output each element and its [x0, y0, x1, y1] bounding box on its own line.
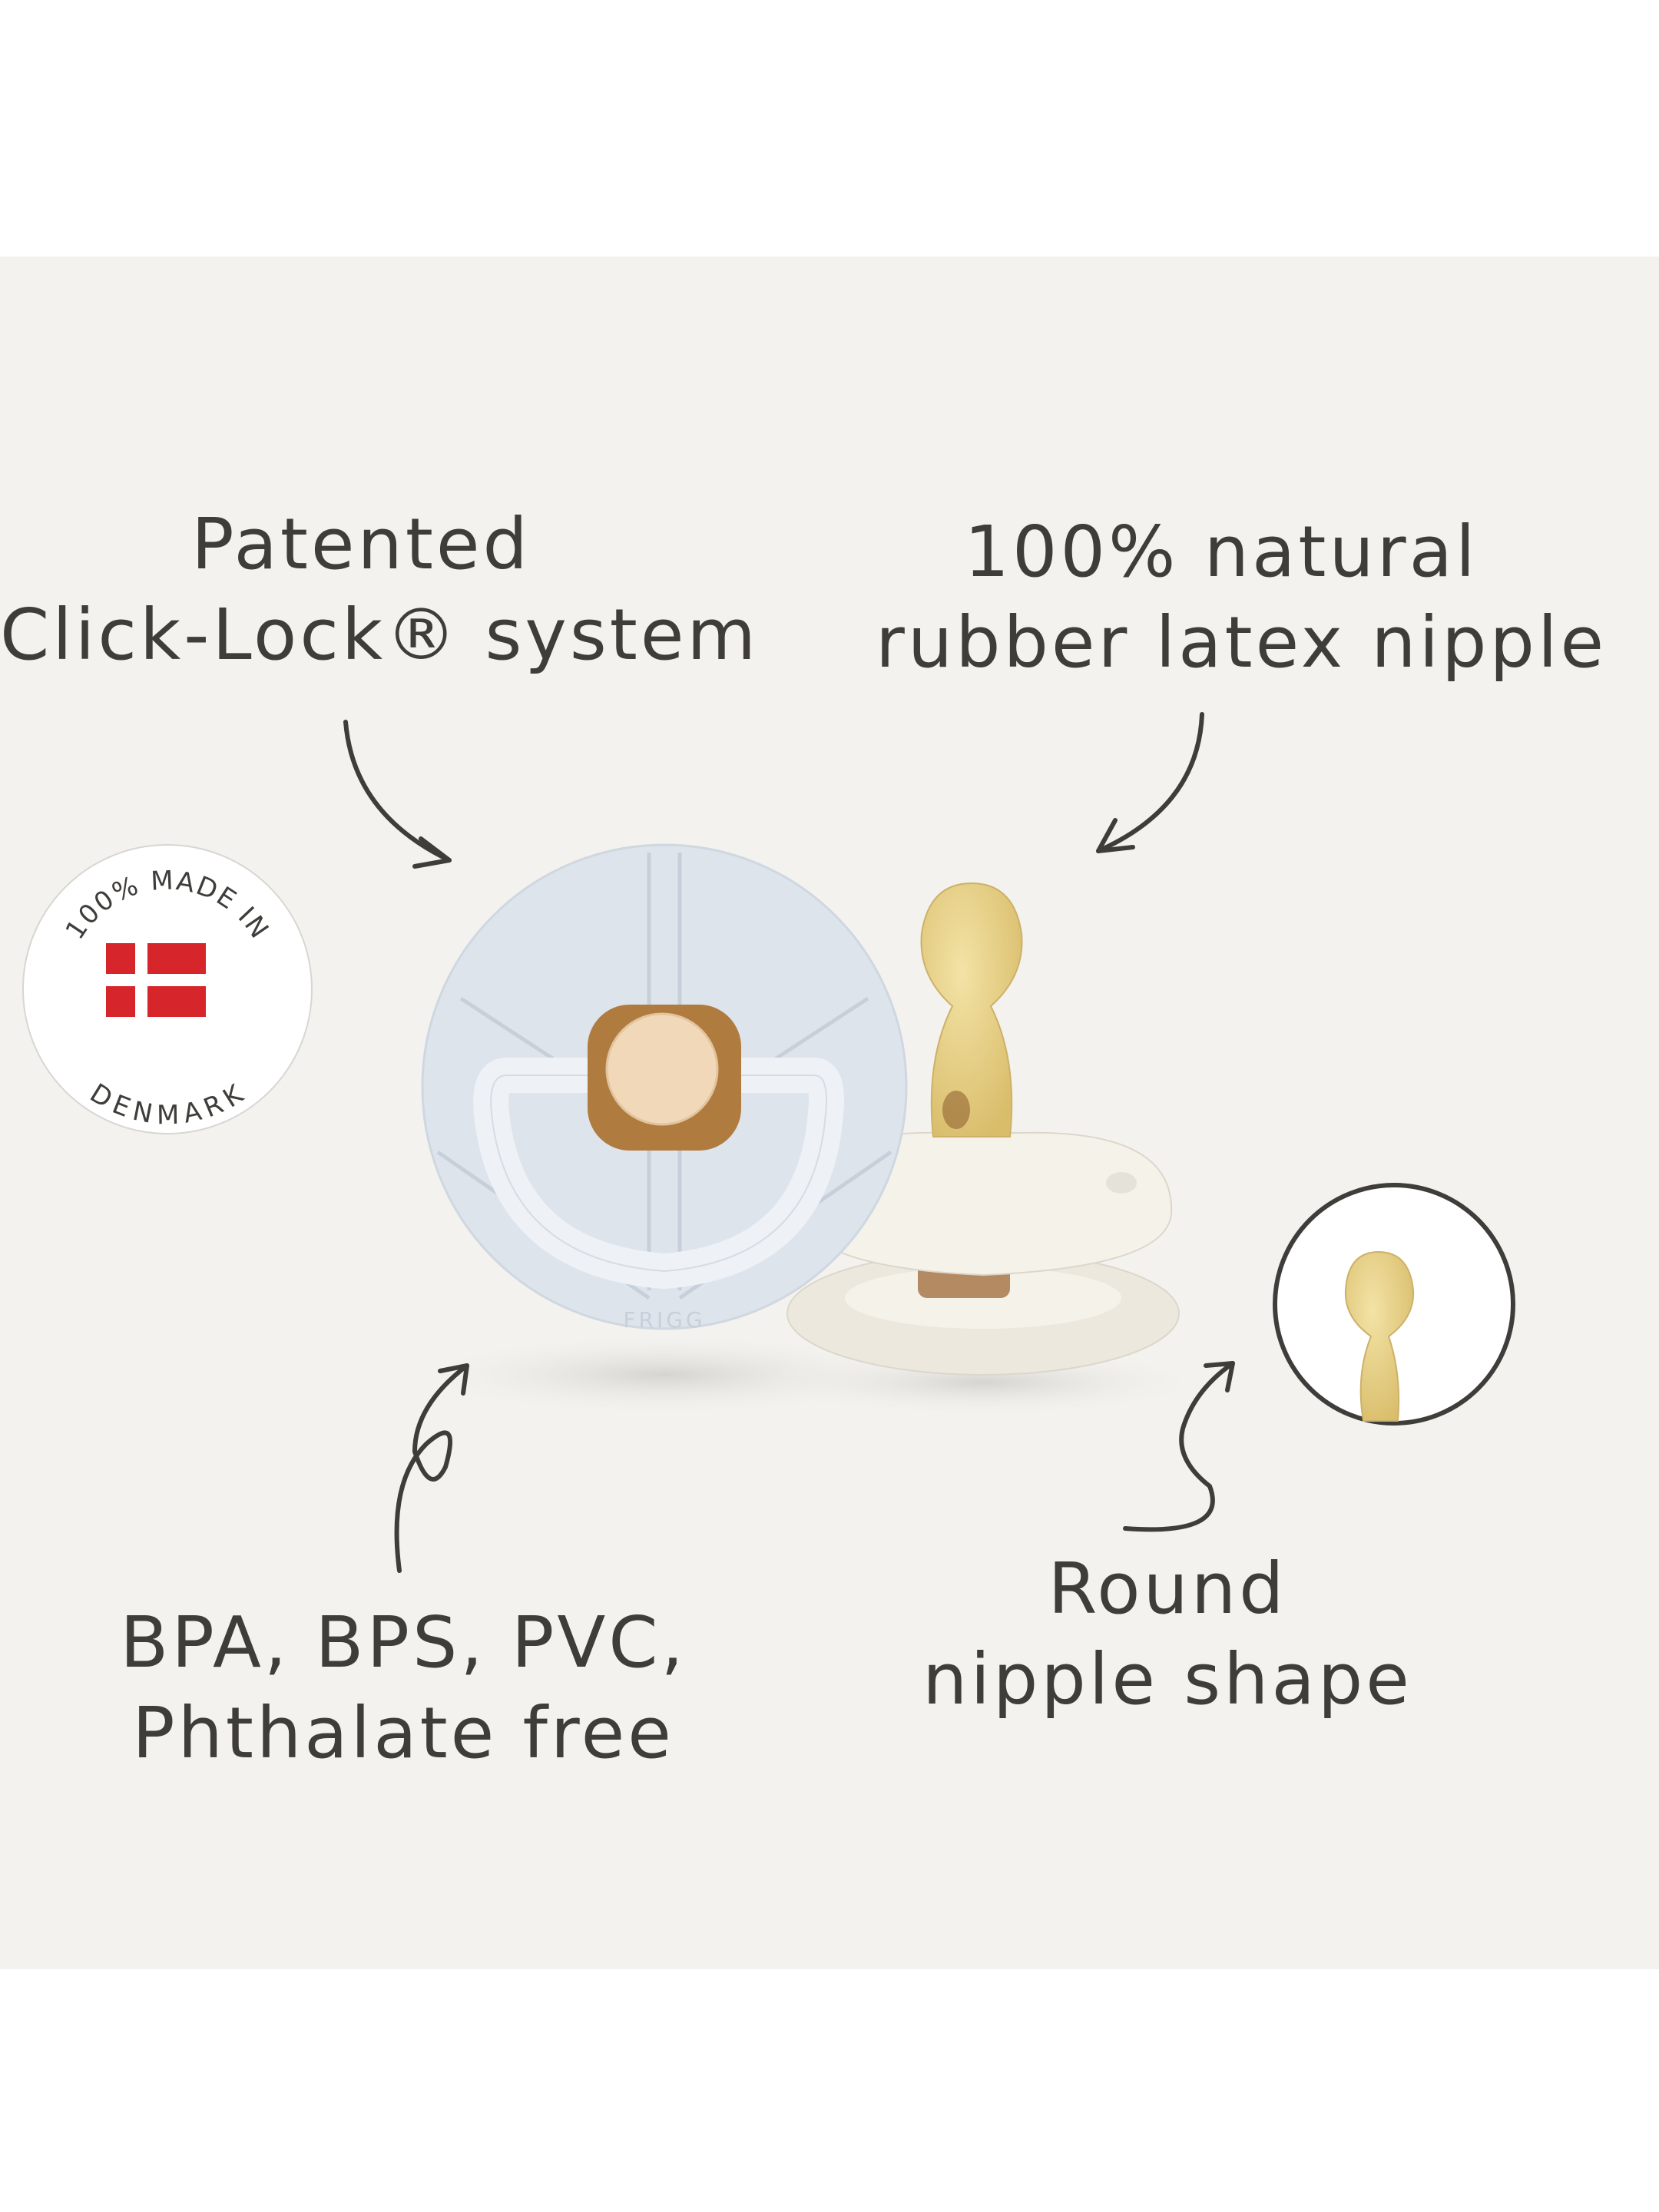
nipple-closeup	[1344, 1250, 1415, 1422]
shadow	[753, 1348, 1214, 1417]
click-lock-label: Patented Click-Lock® system	[0, 499, 760, 680]
arrow-bpa	[394, 1363, 469, 1573]
brand-mark: FRIGG	[623, 1307, 705, 1333]
shield-vent	[1106, 1172, 1137, 1194]
bpa-line1: BPA, BPS, PVC,	[120, 1601, 687, 1684]
arrow-latex	[1096, 712, 1204, 853]
denmark-flag-icon	[106, 943, 206, 1017]
round-nipple-label: Round nipple shape	[906, 1544, 1429, 1725]
click-lock-line1: Patented	[191, 503, 531, 585]
center-button	[605, 1012, 719, 1126]
click-lock-line2: Click-Lock® system	[0, 594, 760, 676]
round-line1: Round	[1048, 1548, 1287, 1630]
blue-pacifier: FRIGG	[421, 843, 908, 1333]
cream-pacifier	[786, 882, 1180, 1376]
bpa-free-label: BPA, BPS, PVC, Phthalate free	[77, 1598, 730, 1779]
bpa-line2: Phthalate free	[132, 1692, 674, 1774]
ring-outline	[490, 1075, 827, 1273]
latex-nipple-label: 100% natural rubber latex nipple	[876, 507, 1608, 688]
latex-line2: rubber latex nipple	[876, 601, 1608, 684]
latex-line1: 100% natural	[964, 511, 1479, 593]
arrow-click-lock	[343, 720, 452, 869]
latex-nipple	[920, 882, 1023, 1137]
round-line2: nipple shape	[922, 1638, 1412, 1720]
made-in-denmark-badge: 100% MADE IN DENMARK	[22, 844, 313, 1134]
nipple-shape-zoom	[1273, 1183, 1515, 1426]
arrow-round	[1123, 1361, 1235, 1532]
